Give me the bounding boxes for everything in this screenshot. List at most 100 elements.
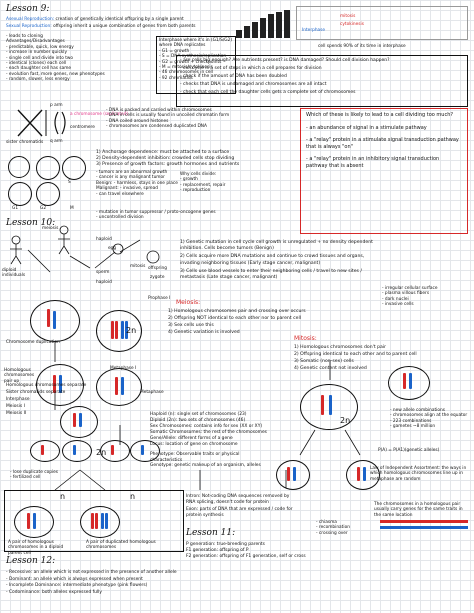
bottom-left-label: Interphase <box>6 397 30 402</box>
checkpoint-note: - are cells big enough? Are nutrients pr… <box>180 58 390 63</box>
chromosome-label-5: q arm <box>50 139 63 144</box>
x-note: - lose duplicate copies <box>10 470 59 475</box>
chromosome-label-3: a chromosome (replicated) <box>70 112 129 117</box>
law-note: Law of Independent Assortment: the ways … <box>370 466 467 482</box>
bottom-left-label: Meiosis II <box>6 411 27 416</box>
dna-note: - DNA in cells is usually found in uncoi… <box>106 113 230 119</box>
bottom-left-label: Sister chromatids separate <box>6 390 66 395</box>
definition-line: Diploid (2n): two sets of chromosomes (4… <box>150 418 246 423</box>
pair-note-1: A pair of homologous chromosomes in a di… <box>8 540 64 556</box>
ploidy-2n-a: 2n <box>126 326 137 335</box>
cell-label-s: S <box>68 180 71 185</box>
l10-label-mitosis: mitosis <box>130 264 146 269</box>
interphase-note: - 46 chromosomes in cell <box>159 70 213 76</box>
meiosis-heading: Meiosis: <box>176 299 201 306</box>
mitosis-cell-parent <box>300 384 358 430</box>
mitosis-step: 3) Somatic (non-sex) cells <box>294 359 354 364</box>
mitosis-step: 4) Genetic content not involved <box>294 366 367 371</box>
cell-label-m: M <box>70 206 74 211</box>
checkpoint-note: - checks that DNA is undamaged and chrom… <box>180 82 327 87</box>
cancer-note: Malignant: - invasive, spread <box>96 186 159 192</box>
definitions: Haploid (n): single set of chromosomes (… <box>150 412 267 448</box>
red-box-option-3: - a "relay" protein in an inhibitory sig… <box>306 156 440 169</box>
definition-line: Somatic Chromosomes: the rest of the chr… <box>150 430 267 435</box>
dna-note: - DNA coiled around histones <box>106 118 169 124</box>
meiosis-step: 4) Genetic variation is involved <box>168 330 240 335</box>
ploidy-n-a: n <box>60 492 66 501</box>
lesson-9-note: Advantages/Disadvantages <box>6 39 65 45</box>
definition-line: Gene/Allele: different forms of a gene <box>150 436 233 441</box>
cancer-notes: - tumors are an abnormal growth- cancer … <box>96 170 178 197</box>
cells-divide-note: - growth <box>180 177 198 183</box>
checkpoint-note: - check if the amount of DNA has been do… <box>180 74 287 79</box>
mutation-notes: 1) Genetic mutation in cell cycle cell g… <box>180 240 466 283</box>
x-note: - fertilized cell <box>10 475 41 481</box>
lesson-9-note: - leads to cloning <box>6 34 43 39</box>
mutation-note: 1) Genetic mutation in cell cycle cell g… <box>180 240 373 252</box>
malignant-note: - dark nuclei <box>382 296 409 302</box>
mitosis-daughter-2 <box>346 460 380 490</box>
gamete-2 <box>62 440 92 462</box>
phenotype-line: Phenotype: Observable traits or physical… <box>150 452 240 463</box>
mitosis-heading: Mitosis: <box>294 335 317 342</box>
l10-label-zygote: zygote <box>150 275 165 280</box>
l10-label-diploid: diploid individuals <box>2 268 26 279</box>
summary-cell-1 <box>14 506 54 538</box>
gamete-3 <box>100 440 130 462</box>
l10-label-haploid: haploid <box>96 237 112 242</box>
lesson-9-note: - each daughter cell has same <box>6 66 72 72</box>
metaphase-i-label: Metaphase I <box>110 366 137 371</box>
lesson-12-line: - Incomplete Dominance: intermediate phe… <box>6 583 148 588</box>
cancer-note: - tumors are an abnormal growth <box>96 170 168 175</box>
mutation-note: 2) Cells acquire more DNA mutations and … <box>180 254 365 266</box>
red-question-box <box>300 108 468 234</box>
numbered-note: 2) Density-dependent inhibition: crowded… <box>96 156 235 161</box>
gamete-4 <box>130 440 160 462</box>
cell-cycle-box <box>296 6 468 40</box>
meiosis-step: 1) Homologous chromosomes pair and cross… <box>168 309 306 314</box>
cell-label-g1: G1 <box>12 206 19 211</box>
interphase-note: - S = DNA synthesis/replication <box>159 54 227 60</box>
interphase-note: Interphase where it's in (G1/S/G2) <box>159 38 233 43</box>
meiosis-step: 2) Offspring NOT identical to each other… <box>168 316 301 321</box>
prophase-label: Prophase I <box>148 296 171 301</box>
malignant-note: - plasma villous fibers <box>382 291 430 297</box>
meiosis-steps: 1) Homologous chromosomes pair and cross… <box>168 308 306 336</box>
lesson-11-line: F1 generation: offspring of P <box>186 548 249 553</box>
definition-line: Haploid (n): single set of chromosomes (… <box>150 412 247 417</box>
cell-g2 <box>36 156 60 180</box>
metaphase-label: Metaphase <box>140 390 164 395</box>
mitosis-label: mitosis <box>340 14 356 19</box>
interphase-footnote: cell spends 90% of its time in interphas… <box>318 44 406 49</box>
homologous-pair-label: Homologous chromosomes pair up <box>4 368 35 384</box>
mitosis-daughter-1 <box>276 460 310 490</box>
right-note: - new allele combinations <box>390 408 445 413</box>
lesson-9-note: - predictable, quick, low energy <box>6 44 74 50</box>
lesson-9-note: - identical (clones) each cell <box>6 61 67 67</box>
numbered-checkpoints: 1) Anchorage dependence: must be attache… <box>96 150 239 168</box>
chromosome-label-4: p arm <box>50 103 63 108</box>
asexual-definition: Asexual Reproduction: creation of geneti… <box>6 17 184 22</box>
red-box-content: Which of these is likely to lead to a ce… <box>306 112 462 169</box>
cell-m2 <box>36 182 60 206</box>
lesson-9-note: - random, slower, less energy <box>6 77 70 83</box>
cell-m <box>8 182 32 206</box>
bottom-left-label: Meiosis I <box>6 404 25 409</box>
red-box-question: Which of these is likely to lead to a ce… <box>306 112 454 118</box>
metaphase-cell <box>96 368 142 406</box>
crossover-note: - recombination <box>316 525 350 531</box>
dna-note: - DNA is packed and carried within chrom… <box>106 108 212 113</box>
cytokinesis-label: cytokinesis <box>340 22 364 27</box>
lesson-12-lines: - Recessive: an allele which is not expr… <box>6 570 177 596</box>
meiosis-summary-box <box>4 490 184 552</box>
numbered-note: 3) Presence of growth factors: growth ho… <box>96 162 240 167</box>
lesson-10-title: Lesson 10: <box>6 218 56 228</box>
red-box-option-1: - an abundance of signal in a stimulate … <box>306 124 427 131</box>
intron-exon-notes: Intron: Not-coding DNA sequences removed… <box>186 494 296 520</box>
mitosis-step: 2) Offspring identical to each other and… <box>294 352 417 357</box>
ploidy-n-b: n <box>130 492 136 501</box>
cancer-note: - can travel elsewhere <box>96 191 144 197</box>
crossing-note: The chromosomes in a homologous pair usu… <box>374 502 463 518</box>
